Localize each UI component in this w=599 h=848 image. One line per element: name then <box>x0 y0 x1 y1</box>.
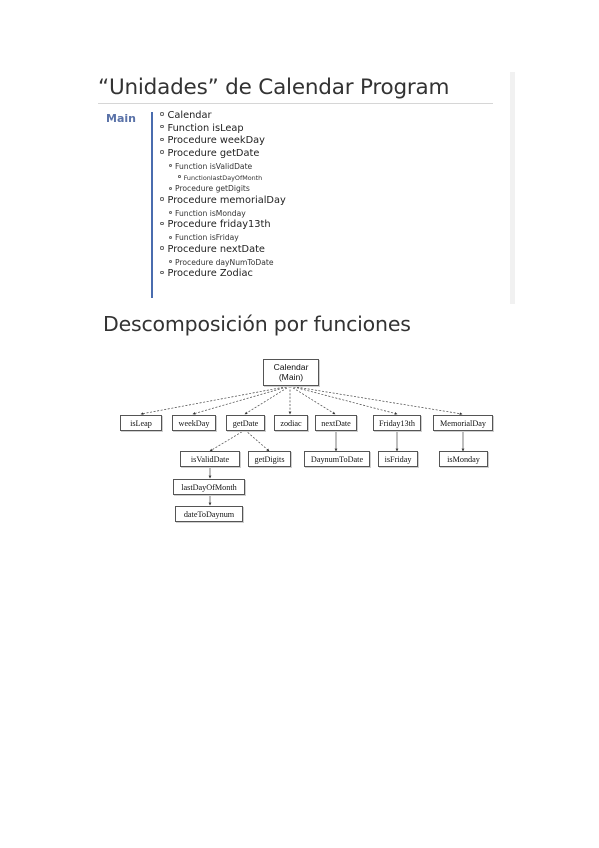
outline-item: Procedure dayNumToDate <box>160 257 286 269</box>
bullet-icon <box>169 235 172 239</box>
outline-item: Procedure getDigits <box>160 183 286 195</box>
node-isfriday: isFriday <box>378 451 418 467</box>
bullet-icon <box>160 246 164 250</box>
edge-root-isleap <box>140 385 291 415</box>
edge-root-weekday <box>192 385 291 415</box>
node-weekday: weekDay <box>172 415 216 431</box>
node-memorialday: MemorialDay <box>433 415 493 431</box>
outline-item-text: Function isFriday <box>175 233 239 243</box>
node-nextdate: nextDate <box>315 415 357 431</box>
outline-vertical-rule <box>151 112 153 298</box>
bullet-icon <box>169 186 172 190</box>
bullet-icon <box>178 175 181 178</box>
node-friday13th: Friday13th <box>373 415 421 431</box>
outline-item: FunctionlastDayOfMonth <box>160 173 286 184</box>
outline-item-text: Function isLeap <box>167 122 244 134</box>
outline-item: Function isLeap <box>160 123 286 136</box>
outline-item-text: Function isValidDate <box>175 161 253 171</box>
node-calendar-label: Calendar <box>273 362 309 372</box>
bullet-icon <box>160 197 164 201</box>
slide-units: “Unidades” de Calendar Program Main Cale… <box>90 72 515 304</box>
outline-item: Procedure memorialDay <box>160 195 286 208</box>
edge-root-getdate <box>244 385 291 415</box>
bullet-icon <box>160 137 164 142</box>
node-getdate: getDate <box>226 415 265 431</box>
outline-item: Procedure Zodiac <box>160 268 286 281</box>
bullet-icon <box>160 112 164 116</box>
node-isleap: isLeap <box>120 415 162 431</box>
node-lastdayofmonth: lastDayOfMonth <box>173 479 245 495</box>
bullet-icon <box>160 150 164 154</box>
node-datetodaynum: dateToDaynum <box>175 506 243 522</box>
bullet-icon <box>160 124 164 129</box>
bullet-icon <box>169 260 172 264</box>
bullet-icon <box>169 211 172 215</box>
outline-item-text: Procedure nextDate <box>167 243 265 255</box>
outline-item-text: Procedure memorialDay <box>167 194 286 206</box>
bullet-icon <box>160 270 164 275</box>
outline-item-text: Procedure getDigits <box>175 184 250 194</box>
outline-item-text: Procedure Zodiac <box>167 268 253 280</box>
outline-item: Procedure friday13th <box>160 219 286 232</box>
bullet-icon <box>169 164 172 168</box>
node-getdigits: getDigits <box>248 451 291 467</box>
outline-item-text: Calendar <box>167 110 212 121</box>
outline-item-text: Procedure getDate <box>167 148 260 160</box>
edge-root-nextdate <box>289 385 336 415</box>
edge-getdate-getdigits <box>244 429 270 452</box>
title-divider <box>98 103 493 104</box>
slide-edge-shadow <box>510 72 515 304</box>
edge-getdate-isvaliddate <box>209 429 246 452</box>
section-title-decomposition: Descomposición por funciones <box>103 312 411 336</box>
outline-item: Calendar <box>160 110 286 123</box>
outline-item-text: Procedure friday13th <box>167 219 271 231</box>
node-ismonday: isMonday <box>439 451 488 467</box>
outline-item-text: Procedure weekDay <box>167 135 265 147</box>
node-zodiac: zodiac <box>274 415 308 431</box>
edge-root-friday13th <box>289 385 398 415</box>
outline-item: Procedure nextDate <box>160 244 286 257</box>
node-calendar-main: Calendar (Main) <box>263 359 319 386</box>
outline-item-text: Procedure dayNumToDate <box>175 257 274 267</box>
bullet-icon <box>160 221 164 226</box>
node-main-label: (Main) <box>278 372 304 382</box>
outline-item: Function isFriday <box>160 232 286 244</box>
slide-title: “Unidades” de Calendar Program <box>98 75 450 100</box>
main-label: Main <box>106 112 136 125</box>
outline-item: Procedure weekDay <box>160 135 286 148</box>
outline-item-text: FunctionlastDayOfMonth <box>183 173 263 182</box>
node-isvaliddate: isValidDate <box>180 451 240 467</box>
outline-item-text: Function isMonday <box>175 208 246 218</box>
outline-item: Function isMonday <box>160 208 286 220</box>
edge-root-memorialday <box>289 385 463 416</box>
outline-item: Function isValidDate <box>160 161 286 173</box>
node-daynumtodate: DaynumToDate <box>304 451 370 467</box>
outline-item: Procedure getDate <box>160 148 286 161</box>
